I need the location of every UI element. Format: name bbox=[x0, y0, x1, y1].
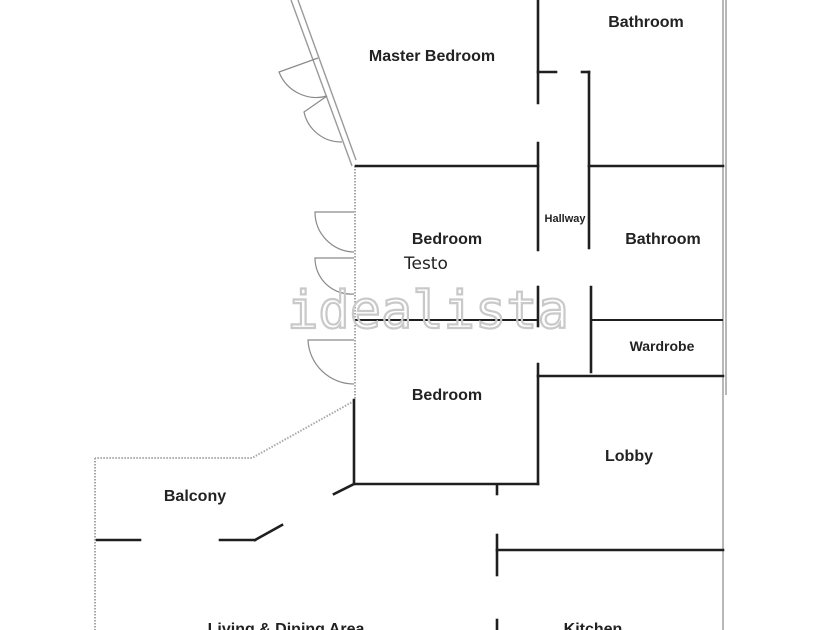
room-label-bathroom-top: Bathroom bbox=[608, 14, 684, 31]
watermark-logo: idealista bbox=[287, 281, 569, 341]
room-label-master-bedroom: Master Bedroom bbox=[369, 48, 495, 65]
facade-glazing bbox=[94, 0, 727, 630]
room-label-hallway: Hallway bbox=[545, 213, 587, 225]
room-label-lobby: Lobby bbox=[605, 448, 653, 465]
door-swings bbox=[278, 57, 355, 385]
room-label-bedroom-lower: Bedroom bbox=[412, 387, 482, 404]
room-label-wardrobe: Wardrobe bbox=[630, 338, 695, 354]
interior-walls bbox=[95, 0, 725, 630]
room-label-balcony: Balcony bbox=[164, 488, 226, 505]
note-text: Testo bbox=[403, 254, 448, 274]
room-label-kitchen: Kitchen bbox=[564, 621, 623, 630]
room-label-bedroom-middle: Bedroom bbox=[412, 231, 482, 248]
room-label-bathroom-middle: Bathroom bbox=[625, 231, 701, 248]
room-label-living-dining: Living & Dining Area bbox=[208, 621, 365, 630]
